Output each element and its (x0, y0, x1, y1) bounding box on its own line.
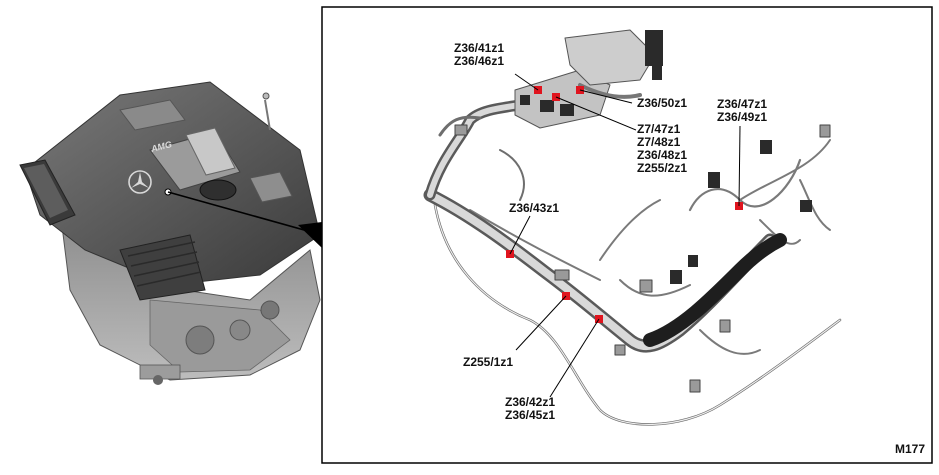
leader-z255-1 (515, 295, 567, 351)
callout-wedge (298, 222, 322, 248)
label-z255-1: Z255/1z1 (463, 355, 514, 369)
harness-detail-panel (321, 6, 933, 464)
leader-z36-42 (549, 318, 600, 398)
leader-z36-50 (579, 89, 633, 104)
leader-engine-to-harness (167, 191, 323, 236)
label-z36-42-45: Z36/42z1 Z36/45z1 (505, 395, 556, 422)
leader-lines (509, 73, 741, 398)
amg-star-logo-icon (128, 170, 152, 194)
wiring-harness-illustration-icon (423, 29, 842, 426)
label-z36-41-46: Z36/41z1 Z36/46z1 (454, 41, 505, 68)
label-z36-43: Z36/43z1 (509, 201, 560, 215)
leader-z36-47 (738, 125, 741, 207)
leader-z7 (555, 96, 637, 131)
label-z36-50: Z36/50z1 (637, 96, 688, 110)
leader-z36-43 (509, 215, 531, 255)
engine-cover-illustration-icon: AMG (19, 81, 321, 385)
label-z36-47-49: Z36/47z1 Z36/49z1 (717, 97, 768, 124)
label-z7-group: Z7/47z1 Z7/48z1 Z36/48z1 Z255/2z1 (637, 122, 688, 175)
figure-code: M177 (894, 442, 925, 456)
leader-z36-41 (514, 73, 539, 91)
